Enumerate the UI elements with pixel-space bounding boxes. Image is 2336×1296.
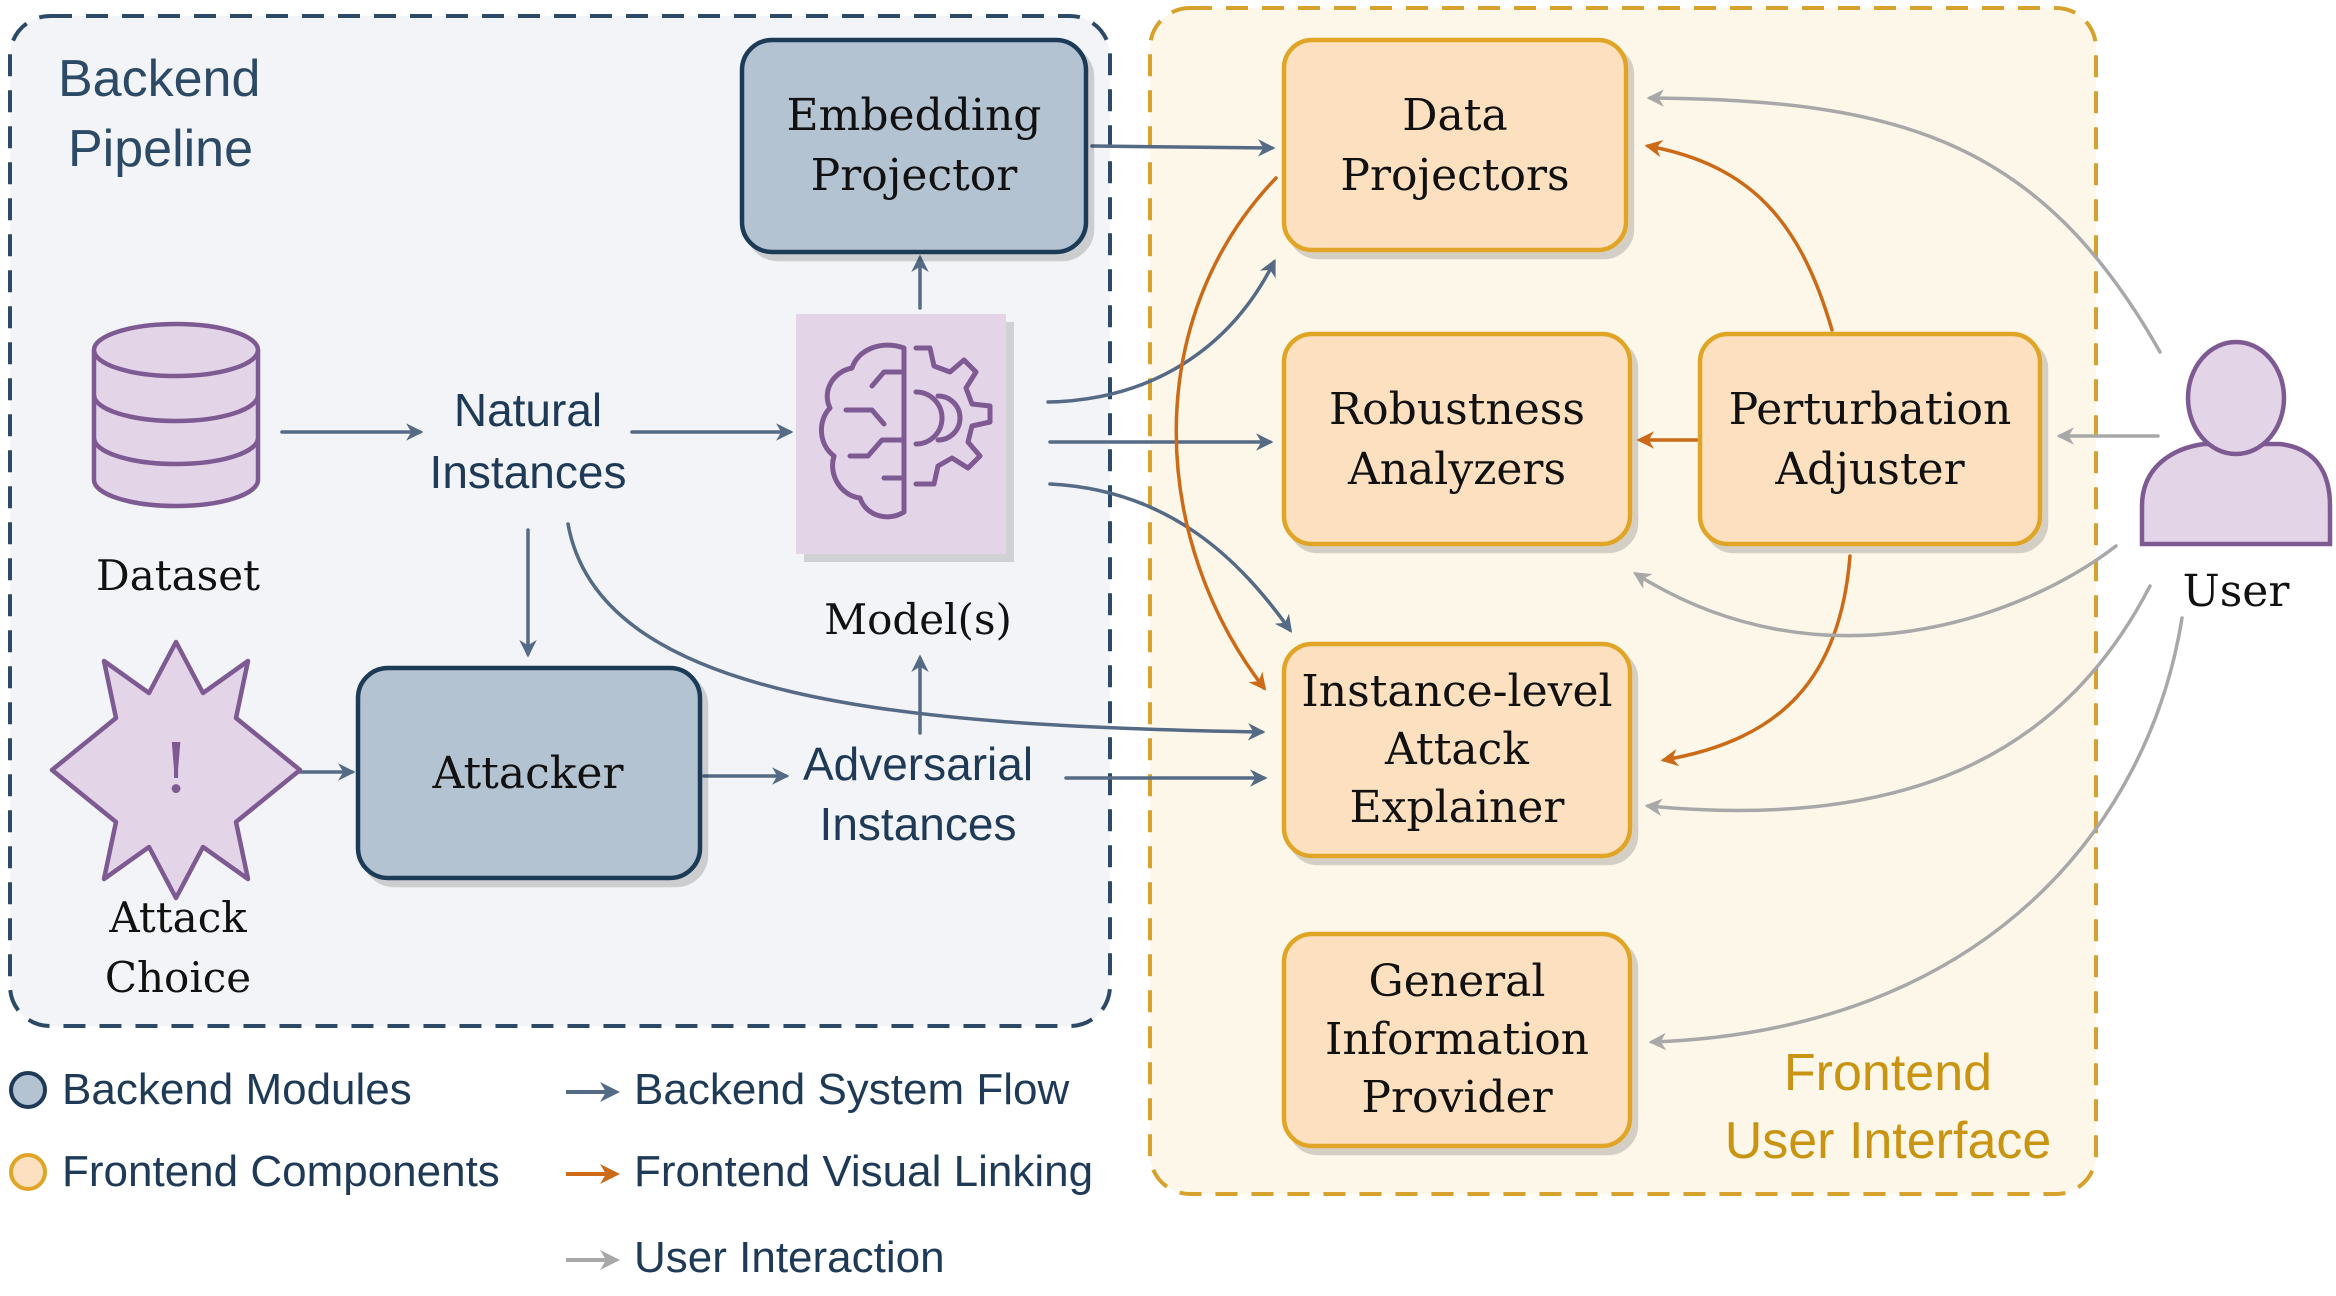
backend-title-line2: Pipeline bbox=[68, 120, 253, 178]
arrow-user-to-robustness bbox=[1633, 544, 2118, 638]
dataset-label: Dataset bbox=[96, 551, 260, 600]
embedding-projector-module bbox=[739, 37, 1089, 255]
model-icon bbox=[796, 314, 1014, 562]
general-info-line2: Information bbox=[1325, 1014, 1589, 1065]
data-projectors-component bbox=[1281, 37, 1629, 253]
arrow-data-projectors-to-instance-explainer bbox=[1174, 176, 1278, 691]
arrow-user-to-general-info bbox=[1648, 616, 2184, 1051]
adversarial-instances-line1: Adversarial bbox=[803, 738, 1033, 790]
adversarial-instances-line2: Instances bbox=[820, 798, 1017, 850]
backend-title-line1: Backend bbox=[58, 50, 260, 108]
perturbation-adjuster-line2: Adjuster bbox=[1774, 444, 1965, 495]
general-info-line3: Provider bbox=[1361, 1072, 1553, 1123]
user-label: User bbox=[2183, 566, 2291, 617]
natural-instances-line1: Natural bbox=[454, 384, 602, 436]
arrow-perturbation-to-instance-explainer bbox=[1660, 554, 1852, 767]
data-projectors-line1: Data bbox=[1402, 90, 1507, 141]
perturbation-adjuster-line1: Perturbation bbox=[1729, 384, 2012, 435]
frontend-ui-panel: Frontend User Interface bbox=[1148, 6, 2098, 1196]
legend-backend-flow: Backend System Flow bbox=[634, 1065, 1069, 1114]
attack-exclamation-icon: ! bbox=[162, 730, 189, 809]
embedding-projector-line1: Embedding bbox=[787, 90, 1042, 141]
user-icon bbox=[2139, 339, 2333, 547]
legend-backend-swatch bbox=[9, 1071, 47, 1109]
perturbation-adjuster-component bbox=[1697, 331, 2043, 547]
attacker-label: Attacker bbox=[432, 748, 625, 799]
arrow-perturbation-to-data-projectors bbox=[1644, 139, 1834, 332]
legend-frontend-components: Frontend Components bbox=[62, 1147, 500, 1196]
arrow-user-to-instance-explainer bbox=[1644, 584, 2152, 817]
instance-explainer-component bbox=[1281, 641, 1633, 859]
brain-gear-icon bbox=[819, 342, 993, 520]
attacker-module bbox=[355, 665, 703, 881]
legend: Backend Modules Frontend Components Back… bbox=[9, 1065, 1093, 1282]
frontend-title-line2: User Interface bbox=[1725, 1112, 2052, 1170]
legend-backend-modules: Backend Modules bbox=[62, 1065, 412, 1114]
robustness-analyzers-line1: Robustness bbox=[1329, 384, 1585, 435]
arrow-user-to-data-projectors bbox=[1646, 89, 2162, 354]
instance-explainer-line2: Attack bbox=[1384, 724, 1529, 775]
data-projectors-line2: Projectors bbox=[1340, 150, 1569, 201]
dataset-icon bbox=[91, 321, 261, 509]
frontend-title-line1: Frontend bbox=[1784, 1044, 1992, 1102]
general-info-provider-component bbox=[1281, 931, 1633, 1149]
arrow-embedding-to-data-projectors bbox=[1090, 139, 1276, 157]
model-label: Model(s) bbox=[824, 595, 1012, 644]
backend-flow-arrows bbox=[278, 139, 1293, 787]
natural-instances-line2: Instances bbox=[430, 446, 627, 498]
instance-explainer-line1: Instance-level bbox=[1301, 666, 1612, 717]
attack-choice-line1: Attack bbox=[108, 893, 247, 942]
robustness-analyzers-line2: Analyzers bbox=[1347, 444, 1566, 495]
legend-user-interaction: User Interaction bbox=[634, 1233, 945, 1282]
robustness-analyzers-component bbox=[1281, 331, 1633, 547]
legend-frontend-swatch bbox=[9, 1153, 47, 1191]
instance-explainer-line3: Explainer bbox=[1350, 782, 1566, 833]
attack-choice-line2: Choice bbox=[105, 953, 251, 1002]
legend-frontend-linking: Frontend Visual Linking bbox=[634, 1147, 1093, 1196]
arrow-natural-to-instance-explainer bbox=[566, 522, 1266, 741]
embedding-projector-line2: Projector bbox=[811, 150, 1019, 201]
arrow-model-to-instance-explainer bbox=[1048, 482, 1293, 633]
general-info-line1: General bbox=[1369, 956, 1546, 1007]
user-interaction-arrows bbox=[1633, 89, 2184, 1051]
attack-choice-icon: ! bbox=[49, 639, 303, 901]
frontend-linking-arrows bbox=[1174, 139, 1852, 767]
